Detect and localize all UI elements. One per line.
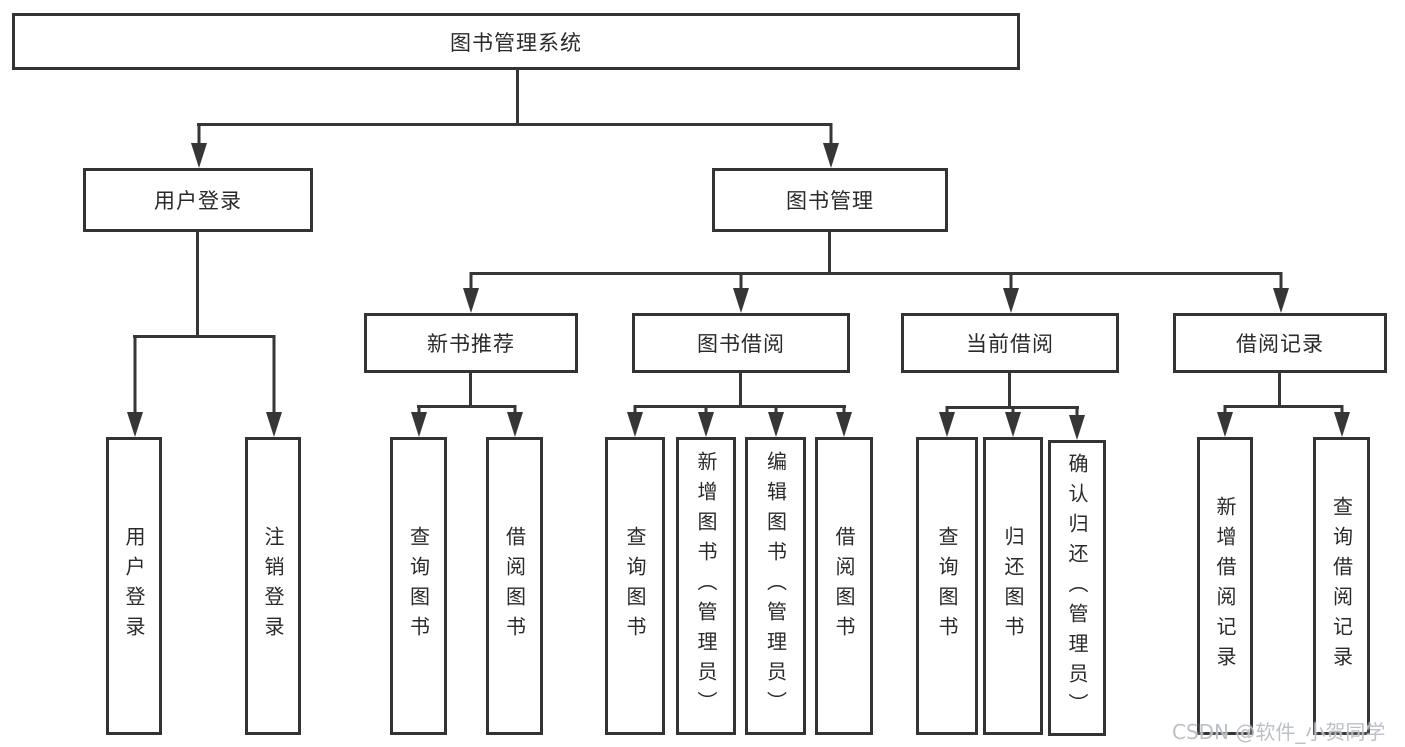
leaf-add-book-admin: 新增图书（管理员） — [676, 437, 736, 735]
connector-line — [133, 335, 275, 338]
leaf-borrow-books-borrowing: 借阅图书 — [815, 437, 873, 735]
leaf-query-books-borrowing-label: 查询图书 — [623, 526, 647, 646]
leaf-user-login-label: 用户登录 — [122, 526, 146, 646]
root-node-label: 图书管理系统 — [450, 30, 582, 55]
leaf-query-books-recommend: 查询图书 — [390, 437, 447, 735]
leaf-add-borrow-record: 新增借阅记录 — [1197, 437, 1253, 735]
node-user-login: 用户登录 — [83, 168, 313, 232]
node-user-login-label: 用户登录 — [154, 189, 242, 213]
arrow-down-icon — [1002, 272, 1019, 313]
arrow-down-icon — [1216, 405, 1233, 437]
leaf-query-books-recommend-label: 查询图书 — [406, 526, 431, 646]
leaf-logout-label: 注销登录 — [261, 526, 285, 646]
connector-line — [739, 372, 742, 408]
leaf-borrow-books-borrowing-label: 借阅图书 — [832, 526, 856, 646]
node-current-borrowing: 当前借阅 — [901, 313, 1119, 373]
arrow-down-icon — [1333, 405, 1350, 437]
node-book-management: 图书管理 — [712, 168, 948, 232]
leaf-borrow-books-recommend-label: 借阅图书 — [502, 526, 527, 646]
connector-line — [196, 231, 199, 338]
arrow-down-icon — [938, 406, 955, 437]
arrow-down-icon — [462, 272, 479, 313]
node-new-book-recommend-label: 新书推荐 — [427, 332, 515, 356]
root-node: 图书管理系统 — [12, 13, 1020, 70]
node-borrowing-records-label: 借阅记录 — [1236, 332, 1324, 356]
arrow-down-icon — [126, 335, 143, 437]
arrow-down-icon — [506, 405, 523, 437]
node-new-book-recommend: 新书推荐 — [364, 313, 578, 373]
arrow-down-icon — [1272, 272, 1289, 313]
arrow-down-icon — [697, 405, 714, 437]
connector-line — [1224, 405, 1343, 408]
leaf-query-borrow-record: 查询借阅记录 — [1313, 437, 1370, 735]
connector-line — [828, 231, 831, 275]
node-book-borrowing-label: 图书借阅 — [697, 332, 785, 356]
leaf-logout: 注销登录 — [245, 437, 301, 735]
leaf-return-books-label: 归还图书 — [1001, 526, 1025, 646]
leaf-edit-book-admin: 编辑图书（管理员） — [745, 437, 806, 735]
arrow-down-icon — [410, 405, 427, 437]
arrow-down-icon — [190, 123, 207, 168]
leaf-user-login: 用户登录 — [106, 437, 162, 735]
leaf-confirm-return-admin-label: 确认归还（管理员） — [1065, 453, 1089, 723]
leaf-return-books: 归还图书 — [983, 437, 1043, 735]
leaf-borrow-books-recommend: 借阅图书 — [486, 437, 543, 735]
arrow-down-icon — [822, 123, 839, 168]
node-book-management-label: 图书管理 — [786, 189, 874, 213]
node-book-borrowing: 图书借阅 — [632, 313, 850, 373]
connector-line — [197, 123, 832, 126]
connector-line — [634, 405, 846, 408]
arrow-down-icon — [767, 405, 784, 437]
leaf-edit-book-admin-label: 编辑图书（管理员） — [763, 451, 788, 721]
arrow-down-icon — [732, 272, 749, 313]
arrow-down-icon — [265, 335, 282, 437]
arrow-down-icon — [835, 405, 852, 437]
leaf-add-book-admin-label: 新增图书（管理员） — [694, 451, 718, 721]
leaf-query-books-borrowing: 查询图书 — [605, 437, 665, 735]
connector-line — [516, 69, 519, 125]
connector-line — [417, 405, 516, 408]
leaf-query-borrow-record-label: 查询借阅记录 — [1329, 496, 1354, 676]
connector-line — [1278, 372, 1281, 408]
connector-line — [469, 372, 472, 408]
leaf-query-books-current-label: 查询图书 — [935, 526, 959, 646]
leaf-confirm-return-admin: 确认归还（管理员） — [1048, 440, 1106, 736]
node-current-borrowing-label: 当前借阅 — [966, 332, 1054, 356]
csdn-watermark: CSDN @软件_小贺同学 — [1172, 720, 1386, 744]
node-borrowing-records: 借阅记录 — [1173, 313, 1387, 373]
arrow-down-icon — [626, 405, 643, 437]
connector-line — [470, 272, 1282, 275]
arrow-down-icon — [1004, 406, 1021, 437]
connector-line — [1008, 372, 1011, 409]
leaf-add-borrow-record-label: 新增借阅记录 — [1213, 496, 1237, 676]
arrow-down-icon — [1068, 406, 1085, 440]
leaf-query-books-current: 查询图书 — [916, 437, 978, 735]
